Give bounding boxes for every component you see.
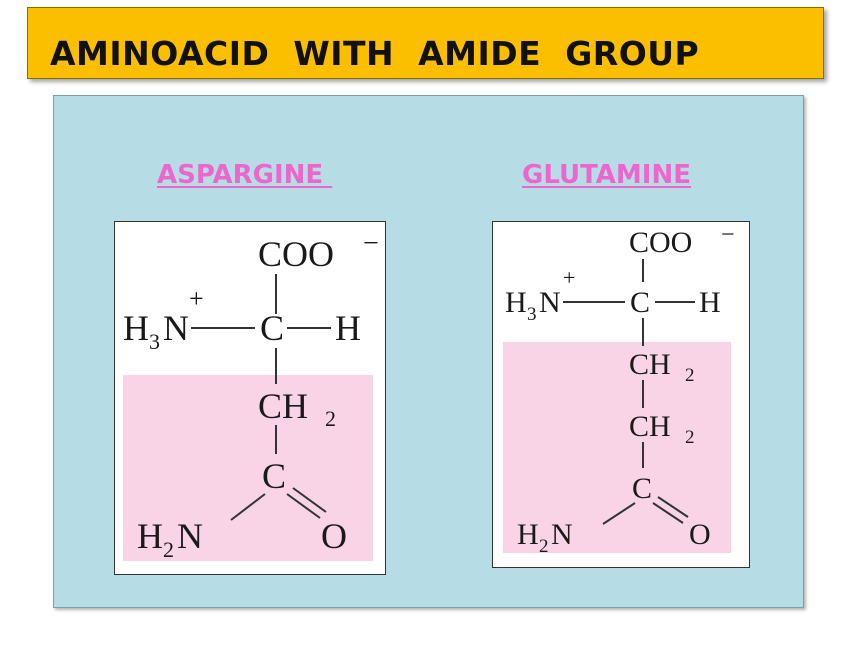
ch2-label: CH xyxy=(629,348,671,381)
glutamine-diagram: COO − H 3 N + C H CH 2 CH 2 C H 2 N O xyxy=(503,222,735,557)
double-bond-line xyxy=(657,496,689,518)
amide-h-label: H xyxy=(137,516,163,556)
amide-h-subscript: 2 xyxy=(539,536,549,557)
amide-h-subscript: 2 xyxy=(163,537,174,562)
amide-n-label: N xyxy=(551,518,573,551)
ch2-label: CH xyxy=(629,410,671,443)
side-chain-highlight xyxy=(503,342,731,553)
slide-title: AMINOACID WITH AMIDE GROUP xyxy=(50,34,700,73)
ch2-subscript: 2 xyxy=(685,365,695,386)
alpha-hydrogen-label: H xyxy=(699,286,721,319)
amine-h-subscript: 3 xyxy=(527,304,537,325)
asparagine-structure: COO − H 3 N + C H CH 2 C H 2 N O xyxy=(114,221,386,575)
ch2-subscript: 2 xyxy=(685,427,695,448)
glutamine-structure: COO − H 3 N + C H CH 2 CH 2 C H 2 N O xyxy=(492,221,750,568)
carboxylate-charge: − xyxy=(363,228,379,259)
ch2-subscript: 2 xyxy=(325,406,336,431)
amine-charge: + xyxy=(563,265,575,290)
ch2-label: CH xyxy=(258,386,308,426)
amine-n-label: N xyxy=(163,308,189,348)
amide-oxygen-label: O xyxy=(689,518,711,551)
asparagine-diagram: COO − H 3 N + C H CH 2 C H 2 N O xyxy=(123,228,379,562)
alpha-hydrogen-label: H xyxy=(335,308,361,348)
double-bond-line xyxy=(292,487,327,513)
bond-line xyxy=(602,502,636,525)
double-bond-line xyxy=(652,502,684,524)
asparagine-label: ASPARGINE xyxy=(157,160,333,190)
carboxylate-label: COO xyxy=(258,234,334,274)
side-chain-highlight xyxy=(123,375,373,561)
amide-carbon-label: C xyxy=(262,456,286,496)
bond-line xyxy=(230,493,266,521)
title-bar: AMINOACID WITH AMIDE GROUP xyxy=(27,7,824,79)
carboxylate-label: COO xyxy=(629,226,692,259)
amine-h-label: H xyxy=(123,308,149,348)
carboxylate-charge: − xyxy=(721,222,735,248)
amide-carbon-label: C xyxy=(632,472,652,505)
double-bond-line xyxy=(286,493,321,519)
glutamine-label: GLUTAMINE xyxy=(522,160,691,190)
amine-charge: + xyxy=(189,284,204,313)
amide-n-label: N xyxy=(177,516,203,556)
amine-h-label: H xyxy=(505,286,527,319)
alpha-carbon-label: C xyxy=(630,286,650,319)
alpha-carbon-label: C xyxy=(260,308,284,348)
amine-h-subscript: 3 xyxy=(149,329,160,354)
amide-oxygen-label: O xyxy=(321,516,347,556)
amide-h-label: H xyxy=(517,518,539,551)
amine-n-label: N xyxy=(539,286,561,319)
